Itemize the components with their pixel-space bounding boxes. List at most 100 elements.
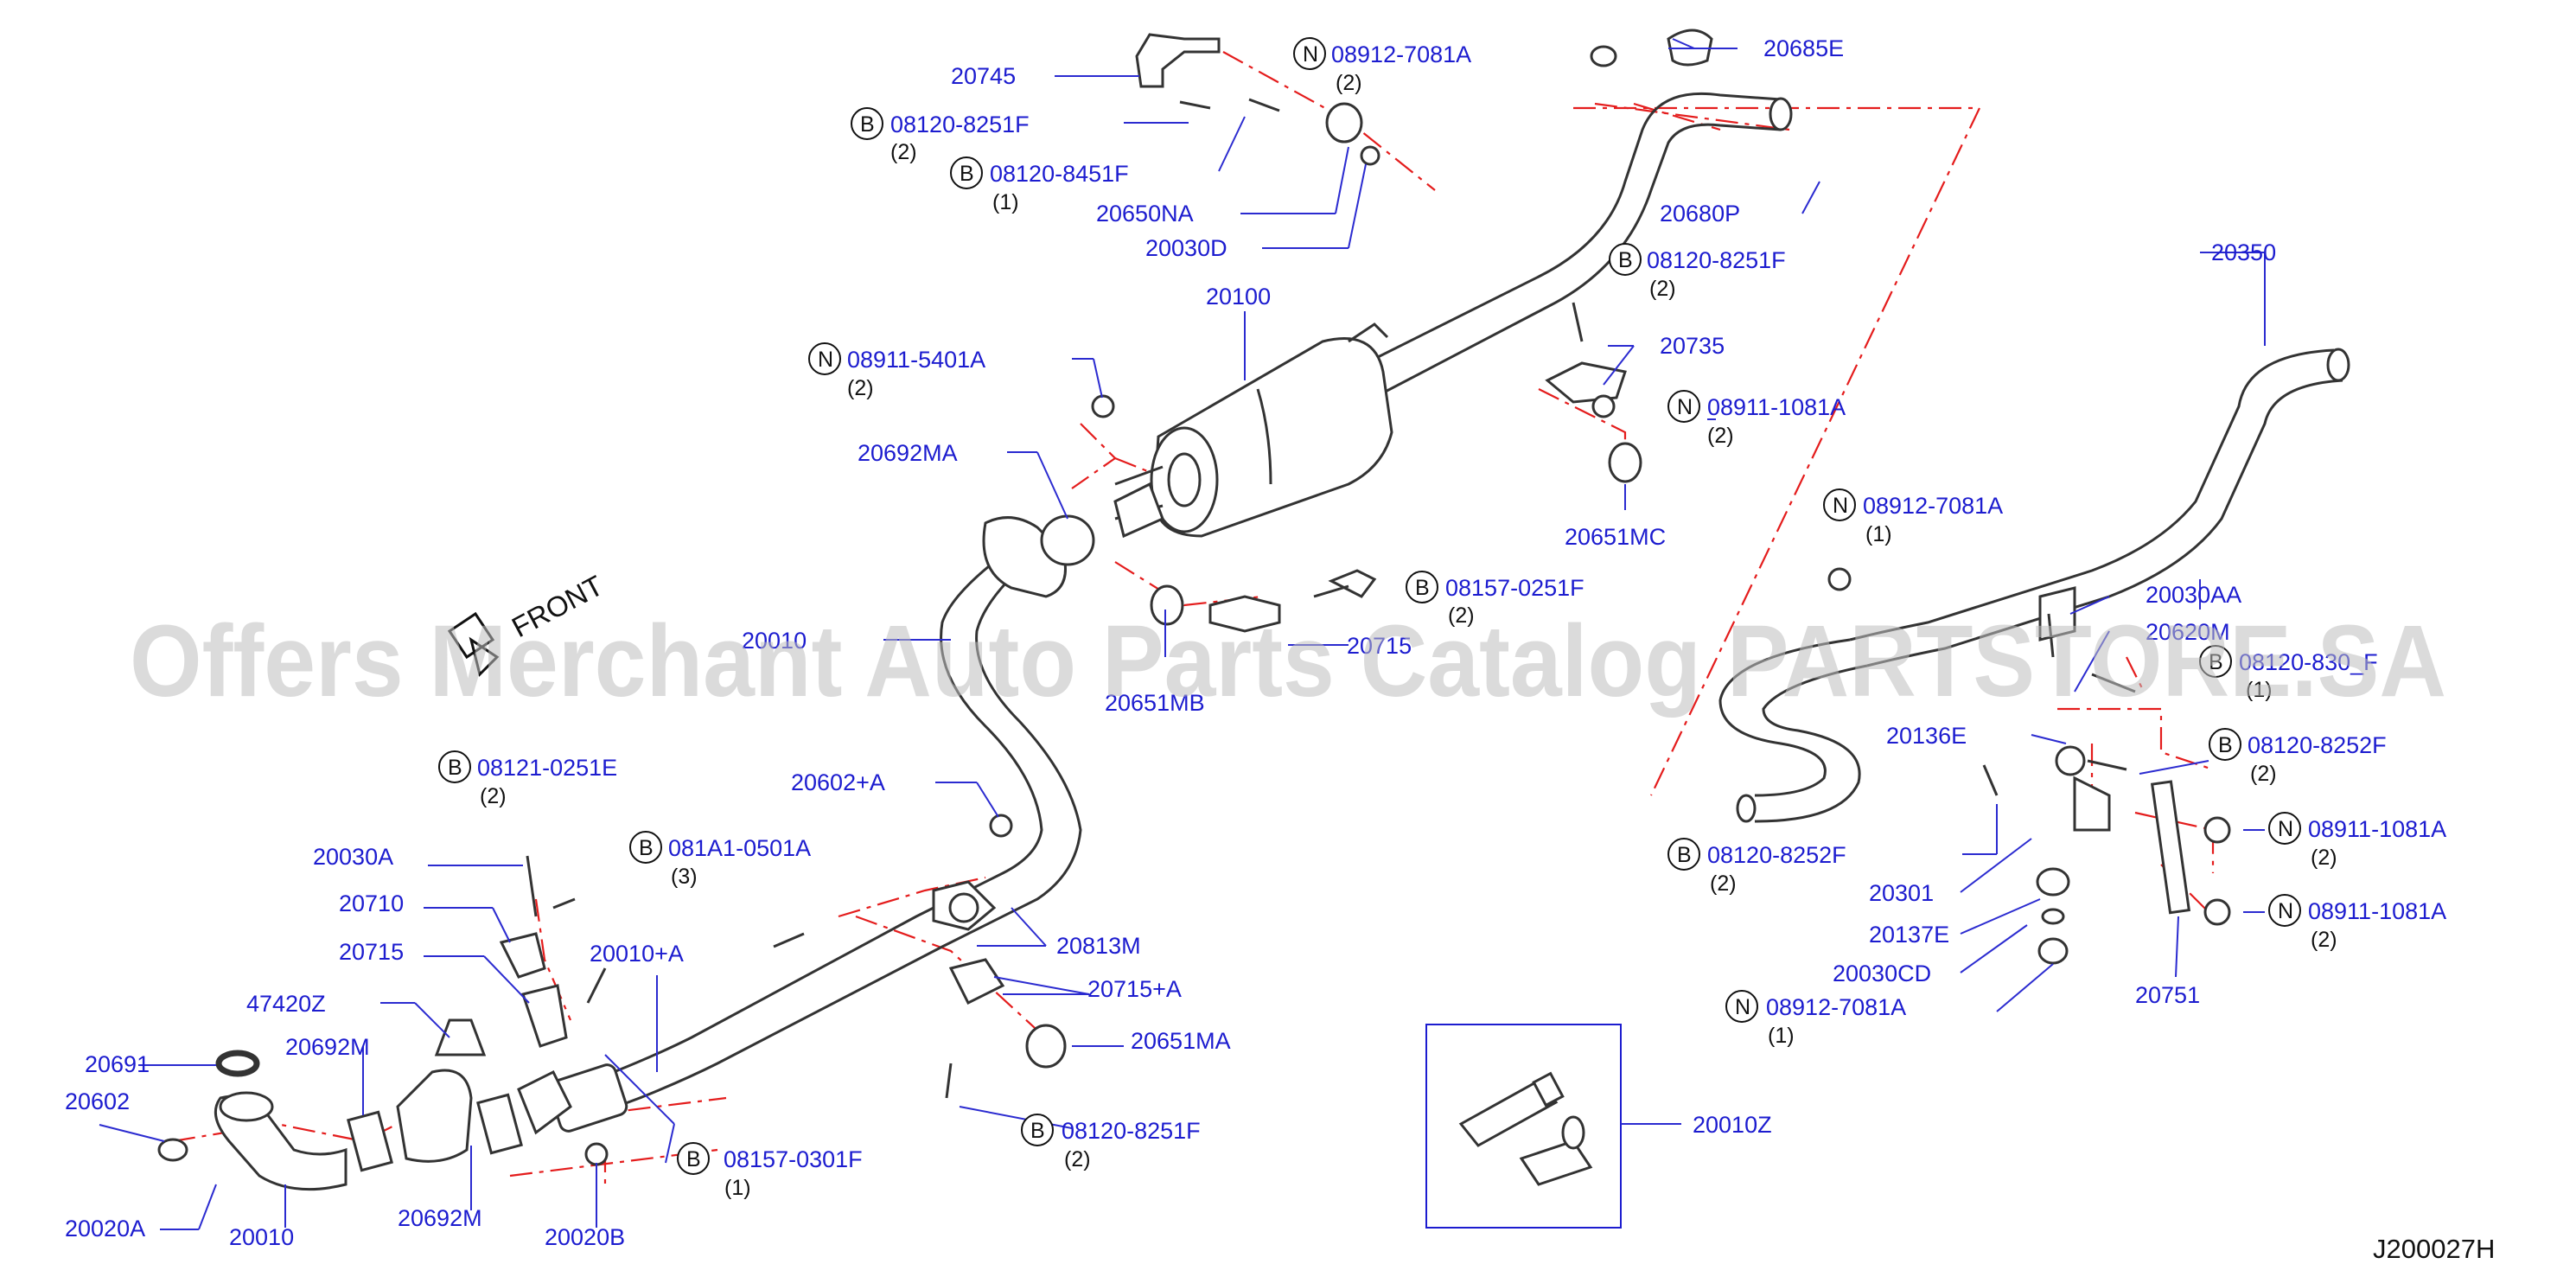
part-label-20751: 20751	[2135, 982, 2200, 1008]
part-label-20650NA: 20650NA	[1096, 201, 1194, 227]
fastener-qty-f15: (2)	[2311, 928, 2337, 952]
fastener-badges	[438, 37, 2301, 1175]
part-label-20680P: 20680P	[1660, 201, 1740, 227]
part-label-20020B: 20020B	[545, 1224, 625, 1250]
muffler	[1114, 322, 1393, 538]
fastener-code-f6: 08911-1081A	[1707, 394, 1846, 420]
fastener-code-f10: 08121-0251E	[477, 755, 617, 781]
part-label-20137E: 20137E	[1869, 922, 1949, 948]
badge-f9: B	[2209, 650, 2223, 674]
fastener-qty-f17: (1)	[1768, 1024, 1795, 1048]
part-label-20692M-top: 20692M	[285, 1034, 370, 1060]
part-label-20715A: 20715+A	[1087, 976, 1182, 1002]
part-label-20651MA: 20651MA	[1131, 1028, 1231, 1054]
fastener-qty-f5: (2)	[847, 376, 874, 400]
diagram-reference: J200027H	[2373, 1234, 2495, 1264]
part-label-20100: 20100	[1206, 284, 1271, 310]
fastener-code-f5: 08911-5401A	[847, 347, 985, 373]
fastener-qty-f18: (1)	[724, 1176, 751, 1200]
badge-f1: N	[1303, 42, 1318, 67]
part-label-20715: 20715	[339, 939, 404, 965]
badge-f10: B	[448, 756, 462, 780]
badge-f3: B	[960, 162, 974, 186]
fastener-qty-f2: (2)	[890, 140, 917, 164]
center-pipe	[547, 516, 1082, 1133]
part-label-20651MC: 20651MC	[1565, 524, 1666, 550]
fastener-qty-f16: (2)	[1064, 1147, 1091, 1171]
badge-f13: B	[2218, 733, 2233, 757]
part-label-20602: 20602	[65, 1088, 130, 1114]
fastener-code-f7: 08912-7081A	[1863, 493, 2003, 519]
part-label-20010: 20010	[742, 628, 807, 654]
fastener-code-f12: 08120-8252F	[1707, 842, 1846, 868]
fastener-qty-f4: (2)	[1649, 277, 1676, 301]
fastener-code-f17: 08912-7081A	[1766, 994, 1906, 1020]
part-label-20030AA: 20030AA	[2146, 582, 2241, 608]
fastener-code-f14: 08911-1081A	[2308, 816, 2446, 842]
rear-tail-pipe	[1718, 348, 2350, 823]
badge-f5: N	[818, 348, 833, 372]
part-label-20715-mid: 20715	[1347, 633, 1412, 659]
fastener-code-f8: 08157-0251F	[1445, 575, 1584, 601]
fastener-qty-f1: (2)	[1336, 71, 1362, 95]
part-label-20691: 20691	[85, 1051, 150, 1077]
part-label-20692M-bottom: 20692M	[398, 1205, 482, 1231]
front-arrow-icon	[447, 611, 500, 677]
part-label-20010A: 20010+A	[590, 941, 684, 967]
part-label-20692MA: 20692MA	[858, 440, 958, 466]
badge-f15: N	[2278, 899, 2293, 923]
fastener-qty-f13: (2)	[2250, 762, 2277, 786]
fastener-qty-f6: (2)	[1707, 424, 1734, 448]
badge-f18: B	[686, 1147, 701, 1171]
fastener-qty-f3: (1)	[992, 190, 1019, 214]
fastener-qty-f7: (1)	[1865, 522, 1892, 546]
part-label-20030A: 20030A	[313, 844, 393, 870]
part-labels: 20745 20685E 20650NA 20030D 20680P 20100…	[65, 35, 2276, 1250]
hangers-and-brackets	[499, 29, 2231, 1166]
badge-f12: B	[1677, 843, 1692, 867]
part-label-20735: 20735	[1660, 333, 1725, 359]
front-pipe-assembly	[157, 1018, 572, 1191]
badge-f2: B	[860, 112, 875, 137]
fastener-qty-f11: (3)	[671, 865, 698, 889]
fastener-code-f13: 08120-8252F	[2248, 732, 2387, 758]
fastener-qty-f12: (2)	[1710, 871, 1737, 896]
tail-pipe-front	[1348, 92, 1793, 408]
part-label-47420Z: 47420Z	[246, 991, 326, 1017]
badge-f6: N	[1677, 395, 1693, 419]
badge-f16: B	[1030, 1119, 1045, 1143]
fastener-qty-f9: (1)	[2246, 678, 2273, 702]
badge-f7: N	[1833, 494, 1848, 518]
leader-lines	[99, 38, 2266, 1230]
fastener-code-f18: 08157-0301F	[724, 1146, 863, 1172]
part-label-20030D: 20030D	[1145, 235, 1227, 261]
part-label-20030CD: 20030CD	[1833, 961, 1931, 986]
fastener-qty-f10: (2)	[480, 784, 507, 808]
fastener-code-f1: 08912-7081A	[1331, 41, 1471, 67]
fastener-code-f11: 081A1-0501A	[668, 835, 811, 861]
sealant-kit-box	[1425, 1024, 1681, 1229]
fastener-code-f2: 08120-8251F	[890, 112, 1030, 137]
part-label-20745: 20745	[951, 63, 1016, 89]
part-label-20620M: 20620M	[2146, 619, 2230, 645]
badge-f14: N	[2278, 817, 2293, 841]
part-label-20813M: 20813M	[1056, 933, 1141, 959]
part-label-20602A: 20602+A	[791, 769, 885, 795]
fastener-code-f4: 08120-8251F	[1647, 247, 1786, 273]
part-label-20350: 20350	[2211, 239, 2276, 265]
part-label-20020A: 20020A	[65, 1216, 145, 1242]
fastener-code-f15: 08911-1081A	[2308, 898, 2446, 924]
fastener-qty-f14: (2)	[2311, 846, 2337, 870]
part-label-20301: 20301	[1869, 880, 1934, 906]
badge-f4: B	[1618, 248, 1633, 272]
fastener-code-f16: 08120-8251F	[1062, 1118, 1201, 1144]
part-label-20710: 20710	[339, 890, 404, 916]
fastener-code-f3: 08120-8451F	[990, 161, 1129, 187]
part-label-20685E: 20685E	[1763, 35, 1844, 61]
part-label-20136E: 20136E	[1886, 723, 1967, 749]
badge-f8: B	[1415, 576, 1430, 600]
fastener-qty-f8: (2)	[1448, 603, 1475, 628]
bolts	[526, 98, 2136, 1099]
part-label-20651MB: 20651MB	[1105, 690, 1205, 716]
